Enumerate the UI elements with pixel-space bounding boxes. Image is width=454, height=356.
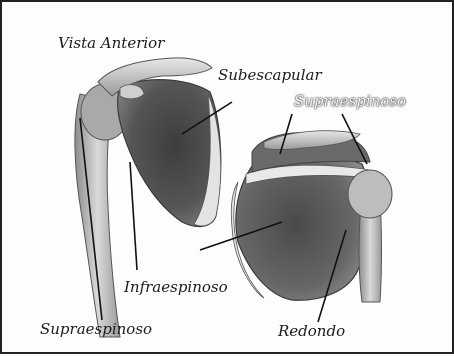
right-shoulder: [231, 131, 392, 302]
figure-title: Vista Anterior: [58, 36, 164, 51]
label-subescapular: Subescapular: [218, 68, 322, 83]
label-redondo: Redondo: [278, 324, 345, 339]
leader-infraespinoso-left: [130, 162, 137, 270]
label-infraespinoso: Infraespinoso: [124, 280, 228, 295]
label-supraespinoso-bottom: Supraespinoso: [40, 322, 152, 337]
label-supraespinoso-right: Supraespinoso: [294, 94, 406, 109]
